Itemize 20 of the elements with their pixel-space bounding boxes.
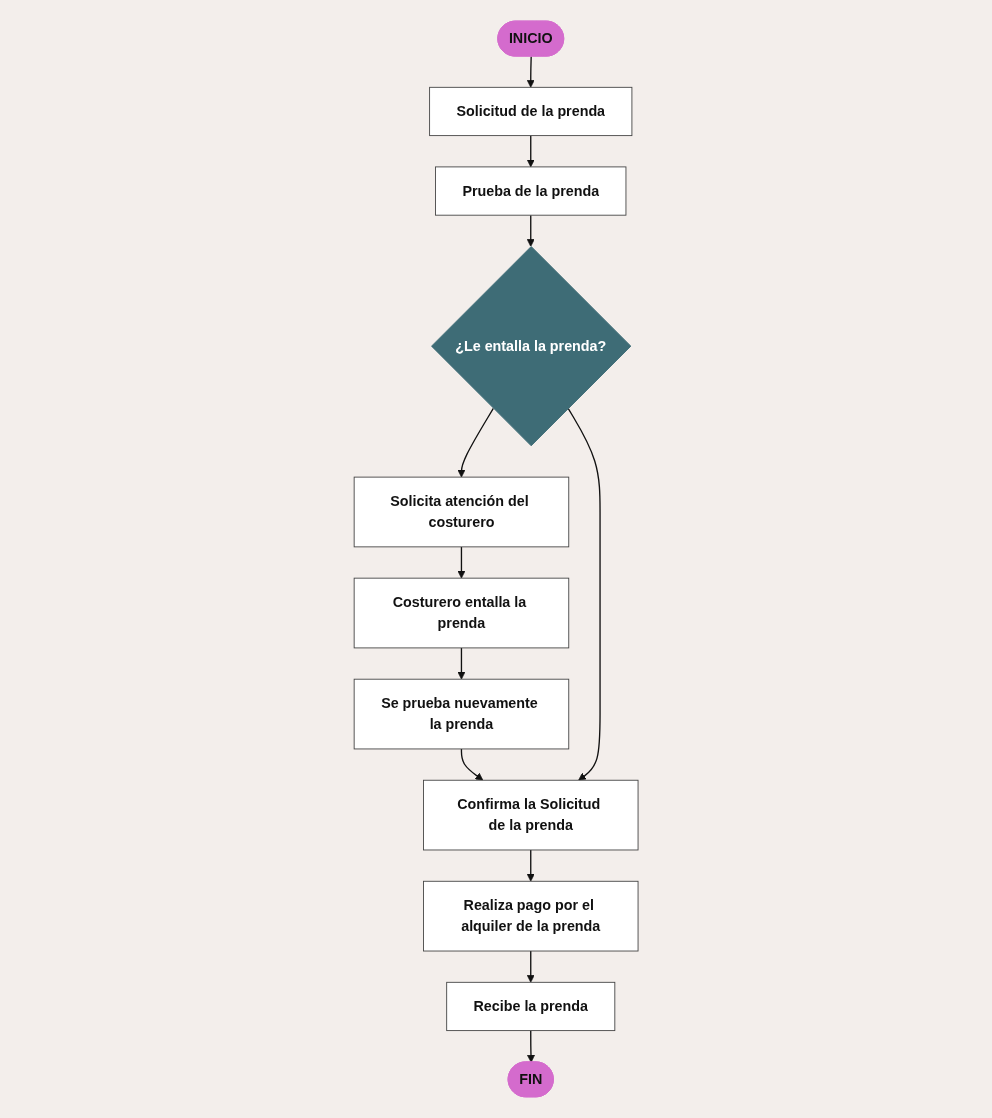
arrow — [460, 748, 484, 781]
arrow — [526, 1029, 535, 1063]
node-box: Recibe la prenda — [446, 981, 616, 1032]
node-box: Realiza pago por el alquiler de la prenda — [422, 880, 639, 952]
arrow — [526, 55, 535, 88]
arrow — [457, 546, 466, 579]
node-box: Confirma la Solicitud de la prenda — [422, 779, 639, 851]
arrow — [526, 849, 535, 882]
arrow — [457, 647, 466, 680]
node-diamond: ¿Le entalla la prenda? — [430, 246, 632, 447]
arrow — [526, 214, 535, 247]
node-box: Se prueba nuevamente la prenda — [353, 678, 570, 750]
node-box: Prueba de la prenda — [435, 166, 627, 216]
arrow — [526, 950, 535, 983]
arrow — [567, 407, 601, 781]
arrow — [457, 407, 494, 478]
arrow — [526, 134, 535, 168]
node-box: Costurero entalla la prenda — [353, 577, 570, 649]
node-box: Solicitud de la prenda — [429, 86, 633, 137]
node-box: Solicita atención del costurero — [353, 476, 570, 548]
